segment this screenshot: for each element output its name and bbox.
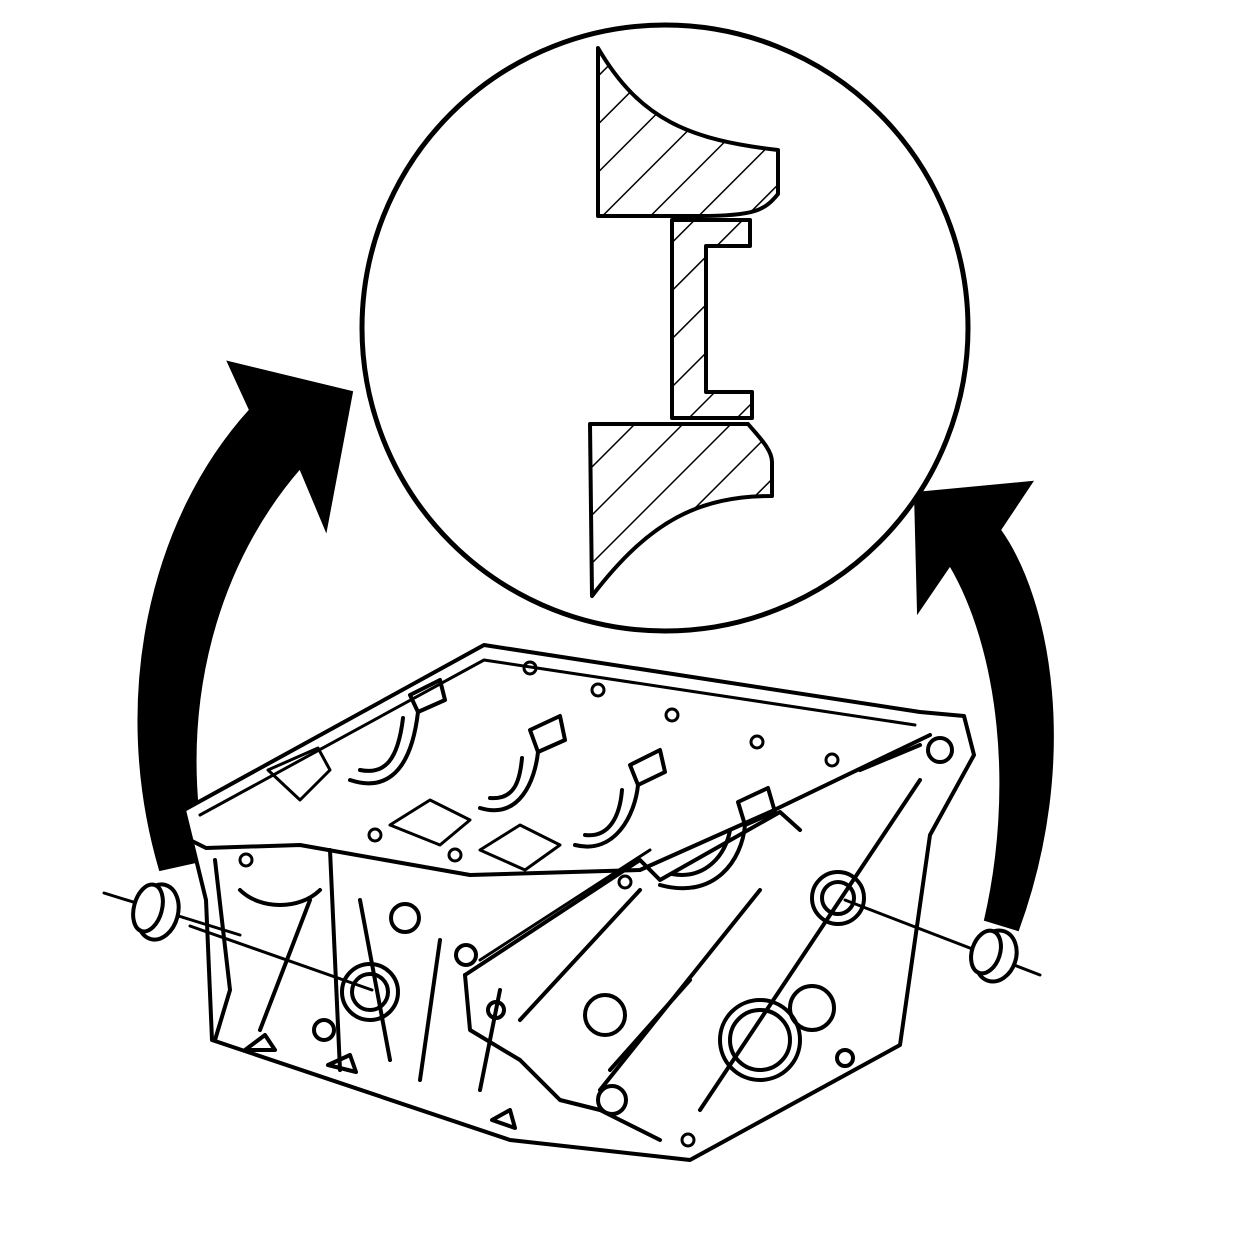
engine-block — [180, 643, 976, 1162]
plug-profile-section — [670, 218, 754, 420]
main-bearing-saddles — [348, 678, 777, 891]
upper-casting-section — [596, 46, 780, 218]
right-curved-arrow — [913, 480, 1054, 932]
side-bores — [312, 902, 506, 1042]
right-expansion-plug — [843, 898, 1042, 984]
left-curved-arrow — [137, 360, 354, 872]
deck-bolt-holes — [238, 660, 840, 890]
magnified-detail-circle — [359, 22, 971, 634]
left-expansion-plug — [102, 882, 242, 942]
section-view — [588, 46, 780, 598]
front-bores — [583, 736, 954, 1148]
lower-casting-section — [588, 422, 774, 598]
